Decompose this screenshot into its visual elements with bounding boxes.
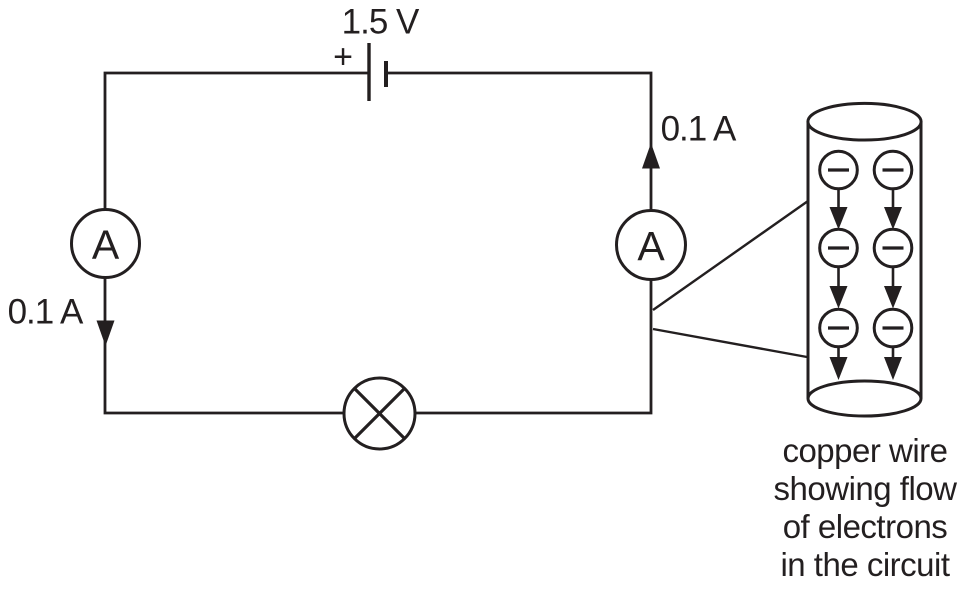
electron-arrows-left-column <box>829 188 848 380</box>
electron-arrow-head <box>829 207 848 230</box>
ammeter-left-circle <box>70 208 141 279</box>
current-label-right: 0.1 A <box>661 110 737 149</box>
caption-line-4: in the circuit <box>780 546 949 583</box>
zoom-line-bottom <box>652 327 808 359</box>
electron-arrow-head <box>829 357 848 380</box>
electron-arrow-head <box>884 207 902 230</box>
caption-line-3: of electrons <box>783 508 948 545</box>
lamp-cross-line-2 <box>353 387 406 440</box>
electron-arrows-right-column <box>884 188 902 380</box>
electron-icon <box>818 149 859 191</box>
electron-icon <box>872 307 914 349</box>
inset-caption: copper wire showing flow of electrons in… <box>774 432 958 583</box>
battery-voltage-label: 1.5 V <box>342 3 420 42</box>
lamp-symbol <box>342 376 417 451</box>
ammeter-right-letter: A <box>637 223 665 269</box>
electron-arrow-head <box>884 357 902 380</box>
ammeter-left-letter: A <box>92 222 120 268</box>
electron-icon <box>872 227 914 269</box>
electron-arrow-head <box>829 286 848 309</box>
electron-icon <box>872 149 914 191</box>
electron-icon <box>818 227 859 269</box>
ammeter-left: A <box>70 208 141 279</box>
electron-arrow-head <box>884 286 902 309</box>
zoom-wedge-lines <box>652 200 809 359</box>
zoom-line-top <box>652 200 809 311</box>
circuit-wires <box>103 71 653 415</box>
cylinder-bottom-ellipse <box>806 379 923 418</box>
battery-plus-sign: + <box>333 38 353 76</box>
current-arrow-left <box>96 320 115 346</box>
current-arrow-right-head <box>642 143 660 169</box>
current-arrow-right <box>642 143 660 169</box>
caption-line-2: showing flow <box>774 470 958 507</box>
copper-wire-inset <box>806 101 923 418</box>
caption-line-1: copper wire <box>782 432 947 469</box>
wire-left-loop <box>103 71 369 415</box>
electron-icon <box>818 307 859 349</box>
battery-symbol: + 1.5 V <box>333 3 421 101</box>
ammeter-right-circle <box>615 209 687 281</box>
current-arrow-left-head <box>96 320 115 346</box>
cylinder-top-ellipse <box>806 101 923 142</box>
electrons <box>818 149 914 349</box>
wire-right-loop <box>386 71 653 415</box>
current-label-left: 0.1 A <box>8 293 84 332</box>
ammeter-right: A <box>615 209 687 281</box>
